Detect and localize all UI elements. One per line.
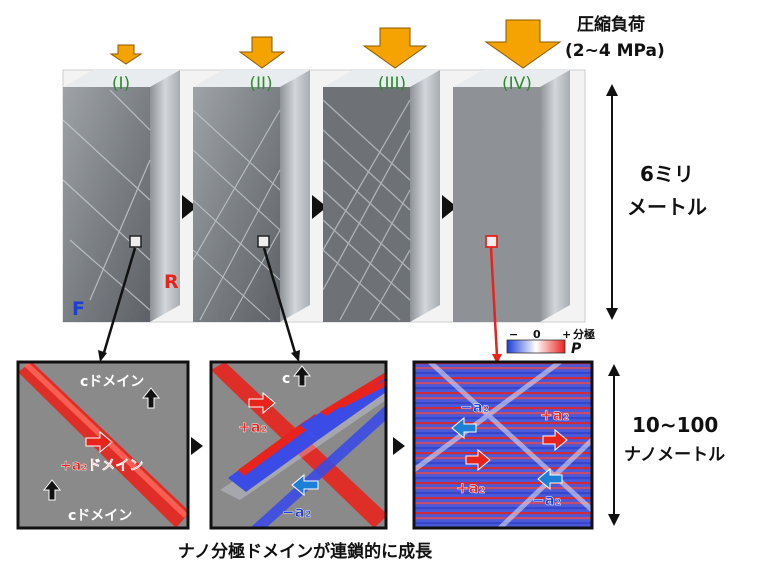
- p2-plus-a2: +a₂: [238, 418, 267, 436]
- stage-label-1: (I): [112, 74, 130, 94]
- p3-stripe: [414, 462, 592, 465]
- p1-a2-domain: +a₂ドメイン: [60, 458, 143, 474]
- p3-minus-a2-top: −a₂: [460, 398, 489, 416]
- p3-stripe: [414, 407, 592, 410]
- crystal-3: (III): [322, 70, 440, 322]
- p3-stripe: [414, 442, 592, 445]
- p3-stripe: [414, 497, 592, 500]
- zoom-marker-2: [257, 235, 270, 248]
- p2-left-arrow: [291, 473, 319, 497]
- p3-left-arrow-bottom: [537, 467, 563, 491]
- p1-up-arrow-2: [42, 479, 62, 501]
- p3-stripe: [414, 452, 592, 455]
- crystal-4: (IV): [453, 70, 570, 322]
- figure-caption: ナノ分極ドメインが連鎖的に成長: [178, 541, 433, 562]
- p3-right-arrow-right: [542, 428, 568, 452]
- nano-panel-1: cドメイン +a₂ドメイン cドメイン: [16, 360, 190, 530]
- macro-scale-arrow: [606, 84, 618, 320]
- p3-stripe: [414, 392, 592, 395]
- p1-c-bottom: cドメイン: [68, 508, 132, 524]
- zoom-marker-1: [129, 235, 142, 248]
- load-arrows: [109, 19, 562, 69]
- load-arrow-4: [484, 19, 562, 69]
- colorbar-title: 分極: [573, 327, 595, 341]
- stage-label-2: (II): [249, 74, 272, 94]
- load-range: (2~4 MPa): [565, 41, 665, 61]
- p3-left-arrow-top: [451, 416, 477, 440]
- stage-label-3: (III): [378, 74, 406, 94]
- p3-plus-a2-right: +a₂: [540, 406, 569, 424]
- stage-label-4: (IV): [502, 74, 532, 94]
- load-arrow-2: [238, 36, 286, 69]
- p3-stripe: [414, 447, 592, 450]
- colorbar-mid: 0: [533, 328, 541, 341]
- p3-stripe: [414, 372, 592, 375]
- zoom-marker-4: [485, 235, 498, 248]
- p1-c-top: cドメイン: [80, 374, 144, 390]
- p3-stripe: [414, 502, 592, 505]
- p3-stripe: [414, 412, 592, 415]
- face-label-right: R: [164, 271, 179, 293]
- colorbar-min: −: [509, 328, 518, 341]
- nano-scale-line1: 10~100: [632, 413, 718, 437]
- load-title: 圧縮負荷: [577, 14, 645, 35]
- p3-stripe: [414, 387, 592, 390]
- p1-up-arrow-1: [141, 387, 161, 409]
- p3-stripe: [414, 477, 592, 480]
- stage-arrow-3: [442, 195, 457, 219]
- p3-stripe: [414, 432, 592, 435]
- load-arrow-3: [362, 27, 428, 69]
- macro-scale-line2: メートル: [627, 195, 707, 219]
- p3-stripe: [414, 367, 592, 370]
- p1-right-arrow: [85, 430, 113, 454]
- p3-stripe: [414, 397, 592, 400]
- p2-minus-a2: −a₂: [282, 503, 311, 521]
- p3-stripe: [414, 467, 592, 470]
- p3-stripe: [414, 377, 592, 380]
- zoom-connectors: [98, 247, 502, 364]
- crystal-1: (I) F R: [62, 70, 180, 322]
- crystal-2: (II): [192, 70, 310, 322]
- stage-arrow-2: [312, 195, 327, 219]
- p3-stripe: [414, 487, 592, 490]
- panel-arrow-2: [393, 437, 405, 455]
- p3-minus-a2-bottom: −a₂: [532, 491, 561, 509]
- p3-stripe: [414, 422, 592, 425]
- p3-right-arrow-bottom: [465, 448, 491, 472]
- p3-stripe: [414, 517, 592, 520]
- p3-stripe: [414, 507, 592, 510]
- nano-scale-arrow: [608, 364, 620, 526]
- p3-stripe: [414, 457, 592, 460]
- face-label-front: F: [72, 298, 85, 320]
- p2-blue-red-stripes: [228, 372, 386, 492]
- p3-stripe: [414, 437, 592, 440]
- nano-panel-3: −a₂ +a₂ +a₂ −a₂: [412, 360, 594, 530]
- polarization-colorbar: − 0 + 分極 P: [506, 327, 595, 357]
- nano-scale-line2: ナノメートル: [624, 445, 725, 465]
- stage-arrow-1: [182, 195, 197, 219]
- p3-stripe: [414, 417, 592, 420]
- macro-scale-line1: 6ミリ: [640, 162, 694, 186]
- p3-stripe: [414, 492, 592, 495]
- p3-stripe: [414, 382, 592, 385]
- load-arrow-1: [109, 44, 143, 65]
- p3-stripe: [414, 512, 592, 515]
- colorbar-max: +: [562, 328, 571, 341]
- p2-right-arrow: [248, 391, 276, 415]
- p3-stripe: [414, 482, 592, 485]
- p2-up-arrow: [292, 365, 312, 387]
- nano-panel-2: c +a₂ −a₂: [209, 360, 388, 530]
- p3-plus-a2-bottom: +a₂: [456, 479, 485, 497]
- panel-arrow-1: [191, 437, 203, 455]
- p2-c: c: [282, 371, 290, 387]
- colorbar-symbol: P: [571, 341, 582, 357]
- p3-stripe: [414, 472, 592, 475]
